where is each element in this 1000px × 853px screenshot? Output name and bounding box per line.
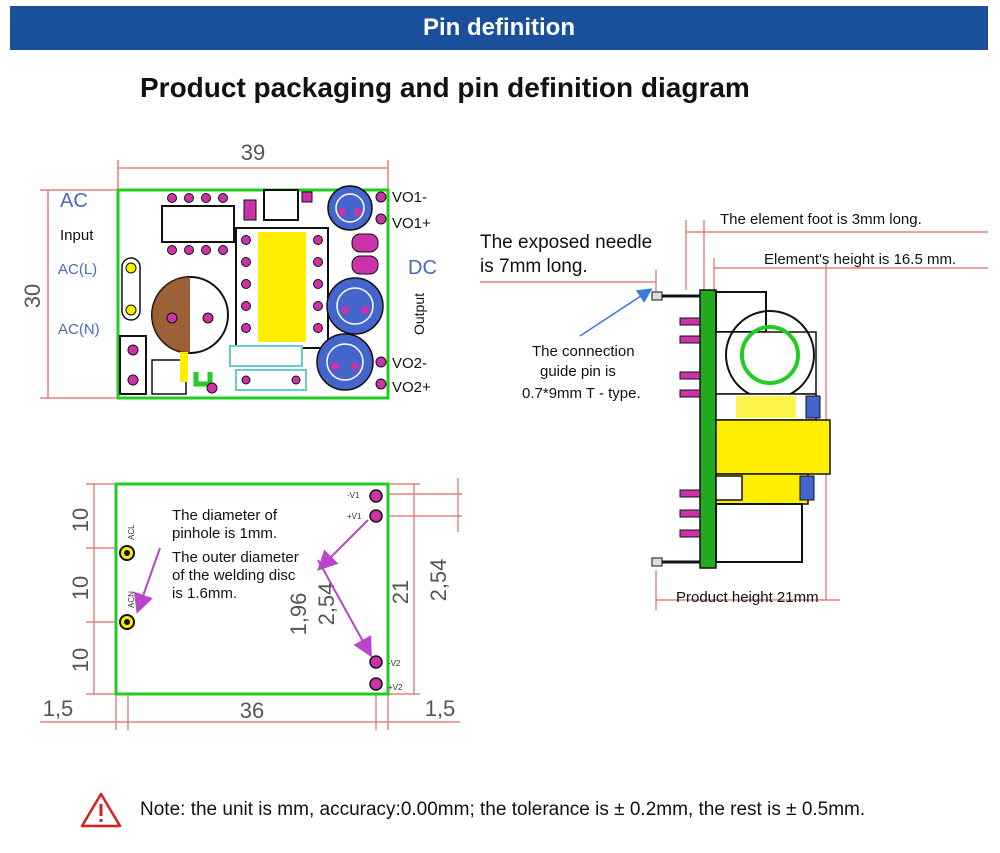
dim-21: 21 [388, 580, 413, 604]
pin-definition-banner: Pin definition [10, 6, 988, 50]
footer-note-text: Note: the unit is mm, accuracy:0.00mm; t… [140, 799, 866, 820]
pinhole-text-2: pinhole is 1mm. [172, 525, 277, 542]
guide-text-3: 0.7*9mm T - type. [522, 385, 641, 402]
side-blue-block [805, 395, 821, 419]
cyan-resistor-1 [229, 345, 303, 367]
pinhole-arrow [133, 547, 161, 614]
small-pad [301, 191, 313, 203]
input-cap-pad-2 [202, 312, 214, 324]
small-component [263, 189, 299, 221]
pin-v1p-label: +V1 [347, 512, 362, 521]
cyan-resistor-2 [235, 369, 307, 391]
needle-text-1: The exposed needle [480, 232, 652, 253]
side-view: The element foot is 3mm long. Element's … [480, 211, 988, 610]
transformer-pads [241, 235, 323, 333]
side-pcb-board [699, 289, 717, 569]
output-capacitor-3 [316, 333, 374, 391]
v2-minus-bottom-pad [369, 655, 383, 669]
inductor-bottom [351, 255, 379, 275]
dim-2-54-right: 2,54 [426, 559, 451, 602]
side-capacitor-inner [740, 325, 800, 385]
side-dimension-lines [480, 220, 988, 610]
dim-10-middle: 10 [68, 576, 93, 600]
jumper-wire [193, 372, 213, 387]
dim-height-30: 30 [20, 284, 45, 308]
vo1-plus-pad [375, 213, 387, 225]
vo2-minus-pad [375, 356, 387, 368]
top-view: 39 30 [20, 140, 437, 400]
bottom-pcb-board [114, 482, 390, 696]
inductor-top [351, 233, 379, 253]
dim-1-5-left: 1,5 [43, 696, 74, 721]
dim-2-54-middle: 2,54 [314, 583, 339, 626]
vo1-plus-label: VO1+ [392, 215, 431, 232]
pin-acn-label: ACN [127, 591, 136, 608]
bottom-view: 10 10 10 1,5 36 1,5 21 2,54 1,96 2,54 AC… [40, 478, 462, 730]
vo2-minus-label: VO2- [392, 355, 427, 372]
resistor-pad [243, 199, 257, 221]
dim-width-39: 39 [241, 140, 265, 165]
disc-text-2: of the welding disc [172, 567, 296, 584]
disc-arrow-2 [317, 559, 372, 658]
needle-text-2: is 7mm long. [480, 256, 588, 277]
fuse-component [121, 257, 141, 321]
v1-minus-bottom-pad [369, 489, 383, 503]
vo1-minus-pad [375, 191, 387, 203]
output-capacitor-1 [327, 185, 373, 231]
ic-chip [161, 205, 235, 243]
dc-label: DC [408, 257, 437, 279]
page-subtitle: Product packaging and pin definition dia… [140, 72, 750, 103]
guide-text-2: guide pin is [540, 363, 616, 380]
guide-text-1: The connection [532, 343, 635, 360]
dim-1-5-right: 1,5 [425, 696, 456, 721]
foot-length-text: The element foot is 3mm long. [720, 211, 922, 228]
pin-acl-label: ACL [127, 524, 136, 540]
ac-label: AC [60, 190, 88, 212]
fuse-pad-2 [125, 304, 137, 316]
vo1-minus-label: VO1- [392, 189, 427, 206]
pin-v2p-label: +V2 [388, 683, 403, 692]
side-leads [679, 317, 701, 538]
product-height-text: Product height 21mm [676, 589, 819, 606]
acn-pin-pad [127, 374, 139, 386]
acn-label: AC(N) [58, 321, 100, 338]
v1-plus-bottom-pad [369, 509, 383, 523]
transformer-core [258, 232, 306, 342]
dim-10-bottom: 10 [68, 648, 93, 672]
pin-v2m-label: -V2 [388, 659, 401, 668]
pinhole-text-1: The diameter of [172, 507, 278, 524]
disc-text-1: The outer diameter [172, 549, 299, 566]
disc-text-3: is 1.6mm. [172, 585, 237, 602]
vo2-plus-pad [375, 378, 387, 390]
side-transformer [715, 419, 831, 475]
element-height-text: Element's height is 16.5 mm. [764, 251, 956, 268]
dim-36: 36 [240, 698, 264, 723]
guide-pin-arrow [579, 288, 653, 337]
input-cap-pad-1 [166, 312, 178, 324]
footer-note: Note: the unit is mm, accuracy:0.00mm; t… [80, 790, 865, 830]
v2-plus-bottom-pad [369, 677, 383, 691]
fuse-pad-1 [125, 262, 137, 274]
bottom-pad-c [291, 375, 301, 385]
output-capacitor-2 [326, 277, 384, 335]
input-label: Input [60, 227, 94, 244]
side-yellow-strip [736, 396, 796, 418]
warning-triangle-icon [80, 792, 122, 828]
dim-10-top: 10 [68, 508, 93, 532]
acl-label: AC(L) [58, 261, 97, 278]
acl-pin-pad [127, 344, 139, 356]
dim-1-96: 1,96 [286, 593, 311, 636]
bottom-pad-a [206, 382, 218, 394]
top-dimension-lines [40, 160, 389, 399]
disc-arrow-1 [317, 519, 369, 571]
ic-pads [167, 193, 228, 255]
output-label: Output [411, 293, 427, 335]
banner-title: Pin definition [423, 14, 575, 41]
bottom-pad-b [241, 375, 251, 385]
pin-v1m-label: -V1 [347, 491, 360, 500]
side-bottom-component [715, 503, 803, 563]
diode-marker [180, 352, 188, 382]
vo2-plus-label: VO2+ [392, 379, 431, 396]
